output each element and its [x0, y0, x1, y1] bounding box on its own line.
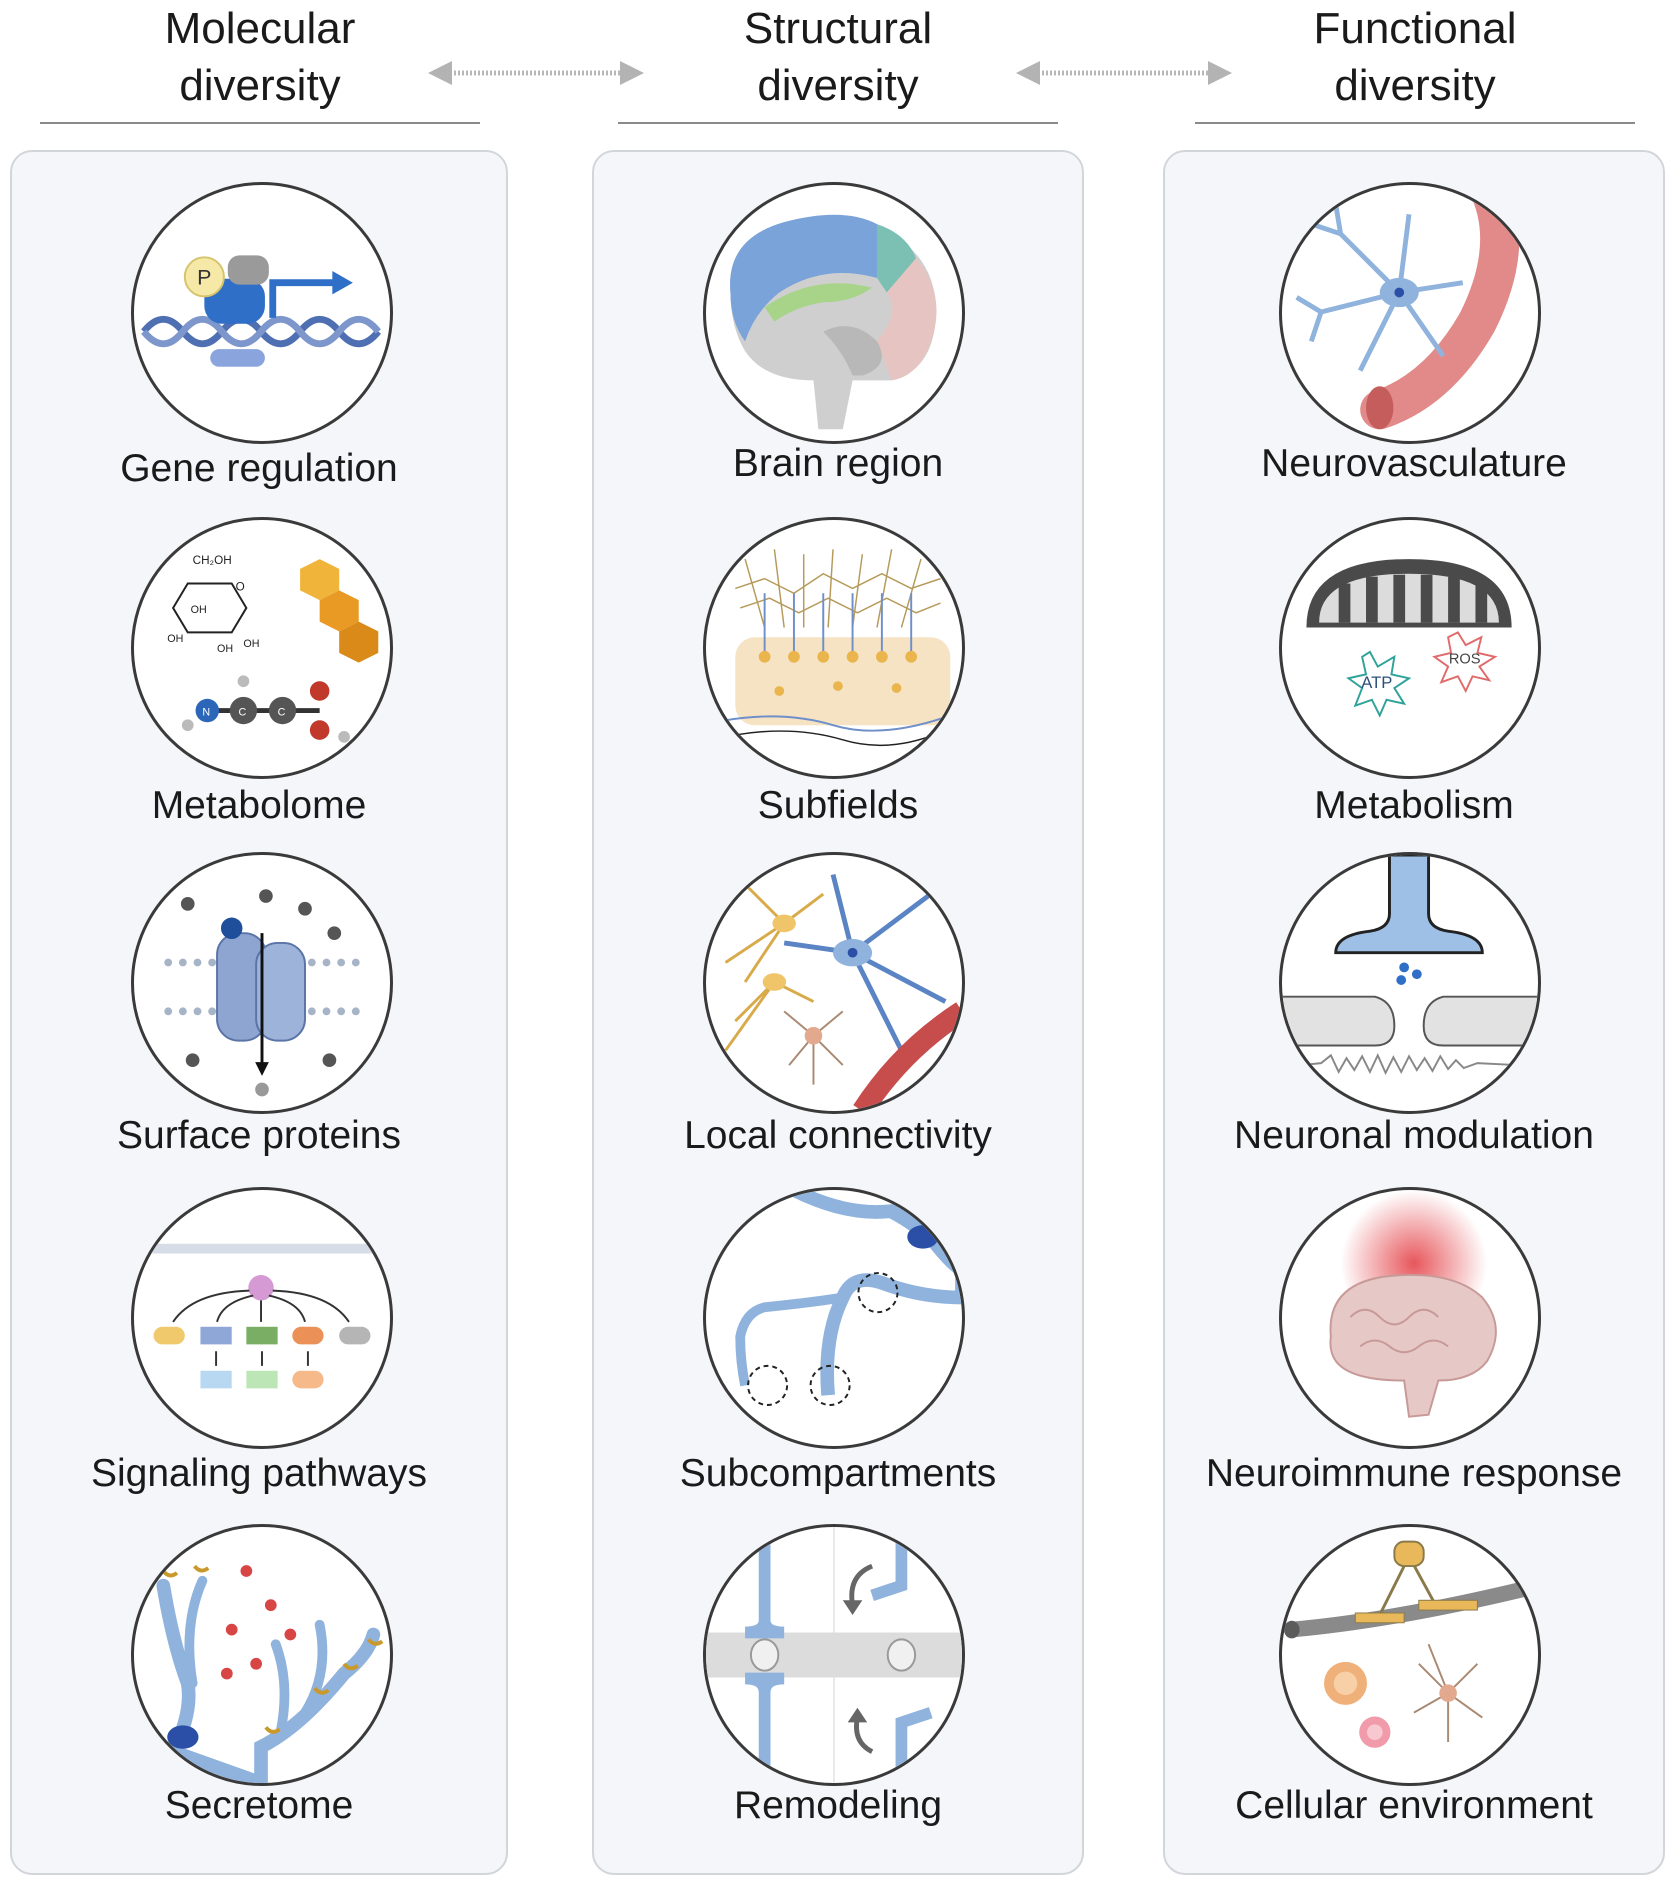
neuroimmune-response-icon [1279, 1187, 1541, 1449]
secretome-icon [131, 1524, 393, 1786]
c-label: C [239, 706, 247, 718]
oh-label: OH [167, 633, 183, 645]
subcompartments-icon [703, 1187, 965, 1449]
header-functional-diversity: Functional diversity [1195, 0, 1635, 114]
item-label: Metabolome [151, 784, 367, 827]
surface-proteins-icon [131, 852, 393, 1114]
ros-label: ROS [1449, 652, 1481, 668]
item-label: Neuroimmune response [1205, 1452, 1623, 1495]
header-rule-functional [1195, 122, 1635, 124]
header-rule-molecular [40, 122, 480, 124]
item-label: Signaling pathways [90, 1452, 428, 1495]
item-label: Gene regulation [120, 447, 398, 490]
remodeling-icon [703, 1524, 965, 1786]
header-molecular-diversity: Molecular diversity [40, 0, 480, 114]
header-line1: Functional [1313, 4, 1517, 53]
neuronal-modulation-icon [1279, 852, 1541, 1114]
item-label: Secretome [164, 1784, 354, 1827]
atp-label: ATP [1361, 673, 1392, 692]
item-label: Local connectivity [684, 1114, 992, 1157]
subfields-icon [703, 517, 965, 779]
header-line2: diversity [1334, 61, 1496, 110]
item-label: Metabolism [1314, 784, 1514, 827]
signaling-pathways-icon [131, 1187, 393, 1449]
panel-functional: Neurovasculature ATP ROS Metabolism Neur… [1163, 150, 1665, 1875]
header-structural-diversity: Structural diversity [618, 0, 1058, 114]
brain-region-icon [703, 182, 965, 444]
item-label: Subfields [757, 784, 919, 827]
c-label: C [278, 706, 286, 718]
phospho-label: P [197, 266, 211, 290]
double-arrow-icon [1016, 61, 1232, 85]
gene-regulation-icon: P [131, 182, 393, 444]
item-label: Subcompartments [679, 1452, 997, 1495]
oh-label: OH [191, 604, 207, 616]
item-label: Brain region [732, 442, 944, 485]
header-line2: diversity [757, 61, 919, 110]
oh-label: OH [243, 638, 259, 650]
n-label: N [202, 706, 210, 718]
o-label: O [236, 580, 245, 593]
item-label: Cellular environment [1235, 1784, 1593, 1827]
double-arrow-icon [428, 61, 644, 85]
item-label: Neuronal modulation [1234, 1114, 1594, 1157]
oh-label: OH [217, 643, 233, 655]
header-line1: Structural [743, 4, 933, 53]
item-label: Surface proteins [117, 1114, 401, 1157]
metabolism-icon: ATP ROS [1279, 517, 1541, 779]
local-connectivity-icon [703, 852, 965, 1114]
header-line1: Molecular [164, 4, 356, 53]
header-line2: diversity [179, 61, 341, 110]
panel-structural: Brain region Subfields [592, 150, 1084, 1875]
header-rule-structural [618, 122, 1058, 124]
neurovasculature-icon [1279, 182, 1541, 444]
item-label: Neurovasculature [1261, 442, 1567, 485]
item-label: Remodeling [733, 1784, 943, 1827]
metabolome-icon: CH₂OH O OH OH OH OH N C C [131, 517, 393, 779]
cellular-environment-icon [1279, 1524, 1541, 1786]
panel-molecular: P Gene regulation CH₂OH O OH OH OH OH N … [10, 150, 508, 1875]
ch2oh-label: CH₂OH [193, 554, 232, 567]
